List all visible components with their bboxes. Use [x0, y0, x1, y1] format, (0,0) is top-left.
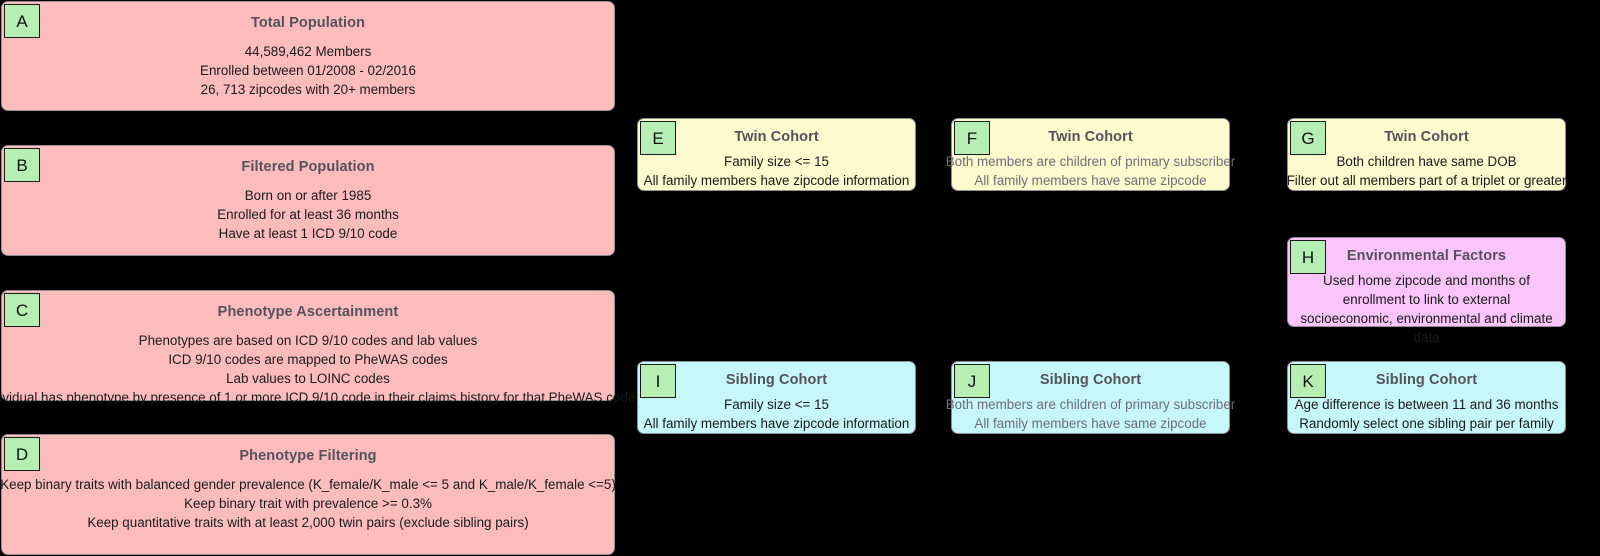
- panel-badge-i: I: [640, 364, 676, 398]
- panel-badge-b: B: [4, 148, 40, 182]
- panel-badge-j: J: [954, 364, 990, 398]
- panel-title-d: Phenotype Filtering: [239, 448, 377, 464]
- panel-body-line: All family members have same zipcode: [974, 416, 1207, 431]
- panel-body-d: Keep binary traits with balanced gender …: [0, 475, 674, 532]
- panel-body-line: 26, 713 zipcodes with 20+ members: [200, 82, 416, 97]
- panel-title-e: Twin Cohort: [734, 129, 819, 145]
- panel-body-line: Enrolled for at least 36 months: [217, 207, 399, 222]
- panel-body-line: All family members have zipcode informat…: [643, 416, 910, 431]
- panel-phenotype-ascertainment[interactable]: C Phenotype Ascertainment Phenotypes are…: [0, 290, 635, 405]
- panel-body-line: Lab values to LOINC codes: [226, 371, 390, 386]
- panel-body-line: Used home zipcode and months of enrollme…: [1300, 273, 1553, 345]
- panel-title-j: Sibling Cohort: [1039, 372, 1142, 388]
- panel-body-h: Used home zipcode and months of enrollme…: [1296, 271, 1557, 347]
- panel-title-f: Twin Cohort: [1048, 129, 1133, 145]
- panel-badge-h: H: [1290, 240, 1326, 274]
- panel-body-line: Family size <= 15: [724, 154, 829, 169]
- panel-badge-d: D: [4, 437, 40, 471]
- panel-body-line: Born on or after 1985: [244, 188, 372, 203]
- panel-twin-cohort-g[interactable]: G Twin Cohort Both children have same DO…: [1287, 118, 1566, 191]
- panel-body-i: Family size <= 15 All family members have…: [578, 395, 975, 433]
- panel-body-e: Family size <= 15 All family members have…: [578, 152, 975, 190]
- panel-filtered-population[interactable]: B Filtered Population Born on or after 1…: [1, 145, 615, 256]
- panel-sibling-cohort-i[interactable]: I Sibling Cohort Family size <= 15 All fa…: [637, 361, 916, 434]
- panel-body-line: Individual has phenotype by presence of …: [0, 390, 636, 405]
- panel-body-line: All family members have zipcode informat…: [643, 173, 910, 188]
- panel-body-line: 44,589,462 Members: [244, 44, 372, 59]
- panel-badge-f: F: [954, 121, 990, 155]
- panel-body-line: All family members have same zipcode: [974, 173, 1207, 188]
- panel-title-h: Environmental Factors: [1346, 248, 1507, 264]
- panel-body-line: Both members are children of primary sub…: [945, 154, 1236, 169]
- panel-body-line: Keep quantitative traits with at least 2…: [87, 515, 529, 530]
- panel-title-a: Total Population: [250, 15, 366, 31]
- panel-badge-e: E: [640, 121, 676, 155]
- panel-badge-a: A: [4, 4, 40, 38]
- panel-body-line: Phenotypes are based on ICD 9/10 codes a…: [138, 333, 478, 348]
- panel-title-c: Phenotype Ascertainment: [217, 304, 399, 320]
- panel-twin-cohort-f[interactable]: F Twin Cohort Both members are children …: [946, 118, 1235, 191]
- panel-body-f: Both members are children of primary sub…: [892, 152, 1289, 190]
- panel-body-j: Both members are children of primary sub…: [892, 395, 1289, 433]
- panel-body-k: Age difference is between 11 and 36 mont…: [1228, 395, 1600, 433]
- panel-body-line: Both children have same DOB: [1336, 154, 1517, 169]
- panel-body-line: ICD 9/10 codes are mapped to PheWAS code…: [168, 352, 448, 367]
- panel-body-g: Both children have same DOB Filter out al…: [1228, 152, 1600, 190]
- panel-body-line: Both members are children of primary sub…: [945, 397, 1236, 412]
- panel-badge-c: C: [4, 293, 40, 327]
- panel-twin-cohort-e[interactable]: E Twin Cohort Family size <= 15 All famil…: [637, 118, 916, 191]
- panel-body-line: Filter out all members part of a triplet…: [1286, 173, 1567, 188]
- panel-badge-k: K: [1290, 364, 1326, 398]
- panel-body-line: Age difference is between 11 and 36 mont…: [1294, 397, 1559, 412]
- panel-title-i: Sibling Cohort: [725, 372, 828, 388]
- panel-badge-g: G: [1290, 121, 1326, 155]
- panel-body-line: Enrolled between 01/2008 - 02/2016: [200, 63, 416, 78]
- panel-body-line: Have at least 1 ICD 9/10 code: [218, 226, 398, 241]
- panel-environmental-factors[interactable]: H Environmental Factors Used home zipcod…: [1287, 237, 1566, 345]
- panel-body-c: Phenotypes are based on ICD 9/10 codes a…: [0, 331, 674, 407]
- panel-phenotype-filtering[interactable]: D Phenotype Filtering Keep binary traits…: [0, 434, 616, 555]
- panel-body-line: Randomly select one sibling pair per fam…: [1299, 416, 1554, 431]
- panel-body-line: Keep binary trait with prevalence >= 0.3…: [184, 496, 432, 511]
- panel-body-line: Keep binary traits with balanced gender …: [0, 477, 616, 492]
- panel-title-k: Sibling Cohort: [1375, 372, 1478, 388]
- panel-title-g: Twin Cohort: [1384, 129, 1469, 145]
- panel-body-line: Family size <= 15: [724, 397, 829, 412]
- panel-sibling-cohort-j[interactable]: J Sibling Cohort Both members are childr…: [946, 361, 1235, 434]
- panel-title-b: Filtered Population: [241, 159, 375, 175]
- panel-sibling-cohort-k[interactable]: K Sibling Cohort Age difference is betwe…: [1287, 361, 1566, 434]
